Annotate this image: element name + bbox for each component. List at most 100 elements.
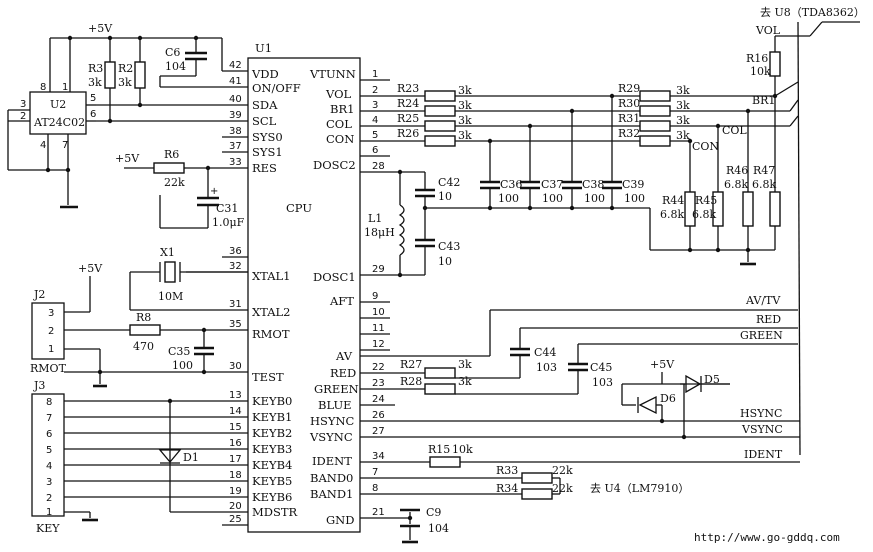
dosc-tank: L1 18μH C42 10 C43 10 (364, 169, 460, 278)
r6-ref: R6 (164, 148, 179, 161)
r16-value: 10k (750, 65, 771, 78)
pin-name: DOSC2 (313, 158, 356, 172)
pin-name: BLUE (318, 398, 352, 412)
r31-ref: R31 (618, 112, 640, 125)
j2-pin: 2 (48, 326, 54, 337)
pin-name: HSYNC (310, 414, 355, 428)
r24-ref: R24 (397, 97, 419, 110)
d5-ref: D5 (704, 373, 720, 386)
r33-value: 22k (552, 464, 573, 477)
l1-ref: L1 (368, 212, 382, 225)
j3-label: KEY (36, 522, 60, 535)
supply-label: +5V (115, 152, 140, 165)
net-label-vol: VOL (755, 24, 781, 37)
u2-pin: 4 (40, 140, 46, 151)
c38-ref: C38 (582, 178, 604, 191)
pin-name: RES (252, 161, 277, 175)
pin-number: 27 (372, 426, 385, 437)
pin-name: VTUNN (309, 67, 356, 81)
supply-label: +5V (650, 358, 675, 371)
c43-value: 10 (438, 255, 452, 268)
r47-ref: R47 (753, 164, 775, 177)
x1-value: 10M (158, 290, 183, 303)
pin-name: KEYB5 (252, 474, 292, 488)
c31-value: 1.0μF (212, 216, 245, 229)
source-url: http://www.go-gddq.com (694, 531, 840, 544)
j3-pin: 1 (46, 507, 52, 518)
r27-ref: R27 (400, 358, 422, 371)
c9-value: 104 (428, 522, 449, 535)
r29-ref: R29 (618, 82, 640, 95)
r46-ref: R46 (726, 164, 748, 177)
net-label-lm7910: 去 U4（LM7910） (590, 482, 689, 495)
c36-value: 100 (498, 192, 519, 205)
pin-name: KEYB4 (252, 458, 292, 472)
pin-number: 41 (229, 76, 242, 87)
pin-number: 14 (229, 406, 242, 417)
j2-pin: 1 (48, 344, 54, 355)
pin-number: 28 (372, 161, 385, 172)
r28-ref: R28 (400, 375, 422, 388)
u2-pin: 1 (62, 82, 68, 93)
pin-number: 37 (229, 141, 242, 152)
pin-number: 29 (372, 264, 385, 275)
u2-pin: 2 (20, 111, 26, 122)
r6-value: 22k (164, 176, 185, 189)
pin-name: KEYB6 (252, 490, 292, 504)
pin-name: COL (326, 117, 352, 131)
u2-pin: 7 (62, 140, 68, 151)
net-label-green: GREEN (740, 329, 783, 342)
pin-name: CON (326, 132, 354, 146)
pin-number: 26 (372, 410, 385, 421)
c35-ref: C35 (168, 345, 190, 358)
c36-ref: C36 (500, 178, 522, 191)
pin-number: 2 (372, 85, 378, 96)
eeprom-section: +5V C6 104 R3 3k R2 3k U2 AT24C02 8 1 3 … (7, 22, 223, 209)
r25-ref: R25 (397, 112, 419, 125)
j2-connector: J2 3 2 1 RMOT +5V R8 470 C35 100 (30, 262, 214, 388)
pin-number: 16 (229, 438, 242, 449)
r47-value: 6.8k (752, 178, 776, 191)
r30-ref: R30 (618, 97, 640, 110)
pin-number: 1 (372, 69, 378, 80)
c37-value: 100 (542, 192, 563, 205)
pin-name: GND (326, 513, 354, 527)
pin-number: 8 (372, 483, 378, 494)
r2-ref: R2 (118, 62, 133, 75)
pin-name: VSYNC (309, 430, 353, 444)
r34-value: 22k (552, 482, 573, 495)
r25-value: 3k (458, 114, 472, 127)
r16-ref: R16 (746, 52, 768, 65)
net-label-con: CON (692, 140, 719, 153)
pin-name: RED (330, 366, 356, 380)
net-label-vsync: VSYNC (741, 423, 783, 436)
u1-cpu-label: CPU (286, 201, 312, 215)
title-note: 去 U8（TDA8362） (760, 6, 865, 19)
r23-value: 3k (458, 84, 472, 97)
d1-ref: D1 (183, 451, 199, 464)
u2-pin: 5 (90, 93, 96, 104)
supply-label: +5V (88, 22, 113, 35)
pin-name: SCL (252, 114, 277, 128)
pin-name: DOSC1 (313, 270, 356, 284)
r34-ref: R34 (496, 482, 518, 495)
pin-number: 39 (229, 110, 242, 121)
r15-value: 10k (452, 443, 473, 456)
pin-name: XTAL2 (252, 305, 291, 319)
r32-value: 3k (676, 129, 690, 142)
pin-name: BAND0 (310, 471, 353, 485)
j3-pin: 3 (46, 477, 52, 488)
pin-number: 17 (229, 454, 242, 465)
d6-ref: D6 (660, 392, 676, 405)
r3-value: 3k (88, 76, 102, 89)
pin-name: RMOT (252, 327, 290, 341)
r2-value: 3k (118, 76, 132, 89)
r8-value: 470 (133, 340, 154, 353)
pin-number: 13 (229, 390, 242, 401)
c43-ref: C43 (438, 240, 460, 253)
c45-value: 103 (592, 376, 613, 389)
j2-label: RMOT (30, 362, 67, 375)
supply-label: +5V (78, 262, 103, 275)
